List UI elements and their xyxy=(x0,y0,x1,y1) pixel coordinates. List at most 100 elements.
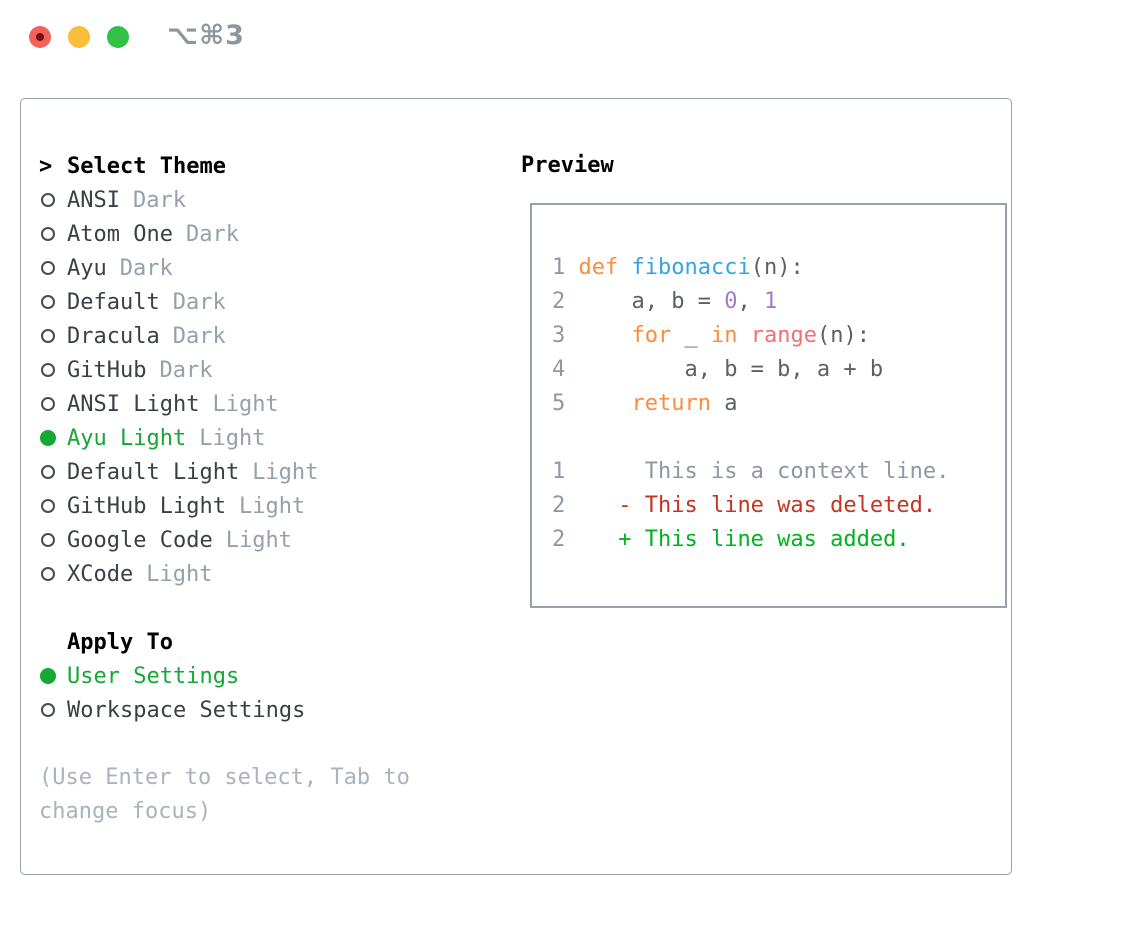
code-token-fg: a, b = xyxy=(578,289,725,314)
radio-icon xyxy=(41,499,55,513)
theme-name: GitHub xyxy=(67,357,147,383)
radio-cell xyxy=(39,465,67,479)
radio-selected-icon xyxy=(40,430,56,446)
radio-cell xyxy=(39,295,67,309)
theme-variant: Light xyxy=(225,527,292,553)
radio-icon xyxy=(41,227,55,241)
radio-cell xyxy=(39,668,67,684)
theme-variant: Light xyxy=(252,459,319,485)
radio-cell xyxy=(39,533,67,547)
theme-name: ANSI Light xyxy=(67,391,200,417)
radio-icon xyxy=(41,465,55,479)
code-token-fg: a, b = b, a + b xyxy=(578,357,884,382)
theme-list-item[interactable]: GitHub Light Light xyxy=(39,489,410,523)
code-token-fg: , xyxy=(737,289,764,314)
radio-cell xyxy=(39,567,67,581)
apply-to-label: Workspace Settings xyxy=(67,697,306,723)
theme-list-item[interactable]: Atom One Dark xyxy=(39,217,410,251)
theme-name: ANSI xyxy=(67,187,120,213)
prompt-icon: > xyxy=(39,153,53,179)
radio-cell xyxy=(39,363,67,377)
code-token-fg: (n): xyxy=(816,323,870,348)
theme-name: Ayu Light xyxy=(67,425,187,451)
radio-cell xyxy=(39,397,67,411)
apply-to-option[interactable]: User Settings xyxy=(39,659,410,693)
theme-list-item[interactable]: ANSI Light Light xyxy=(39,387,410,421)
preview-title: Preview xyxy=(521,153,614,178)
theme-name: Google Code xyxy=(67,527,213,553)
radio-cell xyxy=(39,227,67,241)
code-token-kw: for xyxy=(631,323,672,348)
radio-icon xyxy=(41,363,55,377)
spacer xyxy=(39,727,410,761)
theme-list-item[interactable]: XCode Light xyxy=(39,557,410,591)
code-token-ln: 2 xyxy=(552,289,579,314)
code-token-ln: 2 xyxy=(552,493,579,518)
zoom-button[interactable] xyxy=(107,26,129,48)
radio-icon xyxy=(41,329,55,343)
theme-variant: Dark xyxy=(132,187,186,213)
theme-name: Dracula xyxy=(67,323,160,349)
code-token-ln: 1 xyxy=(552,255,579,280)
window-shortcut-label: ⌥⌘3 xyxy=(167,20,245,51)
spacer xyxy=(39,591,410,625)
radio-cell xyxy=(39,430,67,446)
theme-name: Ayu xyxy=(67,255,107,281)
apply-to-option[interactable]: Workspace Settings xyxy=(39,693,410,727)
radio-icon xyxy=(41,703,55,717)
preview-line: 2 a, b = 0, 1 xyxy=(552,285,1005,319)
theme-list-item[interactable]: Default Light Light xyxy=(39,455,410,489)
code-token-num: 1 xyxy=(763,289,778,314)
theme-name: Atom One xyxy=(67,221,173,247)
preview-section: Preview 1 def fibonacci(n):2 a, b = 0, 1… xyxy=(501,149,1007,608)
code-token-kw: return xyxy=(631,391,711,416)
code-token-call: range xyxy=(750,323,817,348)
theme-list-item[interactable]: Google Code Light xyxy=(39,523,410,557)
radio-selected-icon xyxy=(40,668,56,684)
prompt-cell: > xyxy=(39,154,67,179)
preview-line: 1 This is a context line. xyxy=(552,455,1005,489)
apply-to-header: Apply To xyxy=(39,625,410,659)
theme-variant: Light xyxy=(146,561,213,587)
close-button[interactable] xyxy=(29,26,51,48)
radio-cell xyxy=(39,193,67,207)
code-token-fg xyxy=(618,255,631,280)
minimize-button[interactable] xyxy=(68,26,90,48)
theme-variant: Dark xyxy=(172,289,226,315)
theme-name: Default xyxy=(67,289,160,315)
code-token-fn: fibonacci xyxy=(631,255,751,280)
theme-list-title: Select Theme xyxy=(67,153,226,179)
preview-line: 5 return a xyxy=(552,387,1005,421)
code-token-fg: (n): xyxy=(750,255,804,280)
hint-line: change focus) xyxy=(39,799,212,824)
theme-variant: Light xyxy=(238,493,306,519)
code-token-fg: a xyxy=(710,391,738,416)
code-token-ln: 2 xyxy=(552,527,579,552)
preview-line xyxy=(552,421,1005,455)
radio-cell xyxy=(39,703,67,717)
theme-list-item[interactable]: Default Dark xyxy=(39,285,410,319)
theme-list-item[interactable]: ANSI Dark xyxy=(39,183,410,217)
theme-list-item[interactable]: Ayu Dark xyxy=(39,251,410,285)
window-controls xyxy=(29,26,129,48)
code-token-ln: 3 xyxy=(552,323,579,348)
theme-variant: Dark xyxy=(119,255,173,281)
code-token-fg xyxy=(579,323,632,348)
theme-variant: Dark xyxy=(159,357,213,383)
theme-name: XCode xyxy=(67,561,134,587)
theme-name: GitHub Light xyxy=(67,493,226,519)
theme-name: Default Light xyxy=(67,459,240,485)
theme-variant: Light xyxy=(212,391,279,417)
theme-variant: Dark xyxy=(185,221,239,247)
radio-icon xyxy=(41,567,55,581)
theme-list-item[interactable]: GitHub Dark xyxy=(39,353,410,387)
code-token-fg: _ xyxy=(671,323,711,348)
